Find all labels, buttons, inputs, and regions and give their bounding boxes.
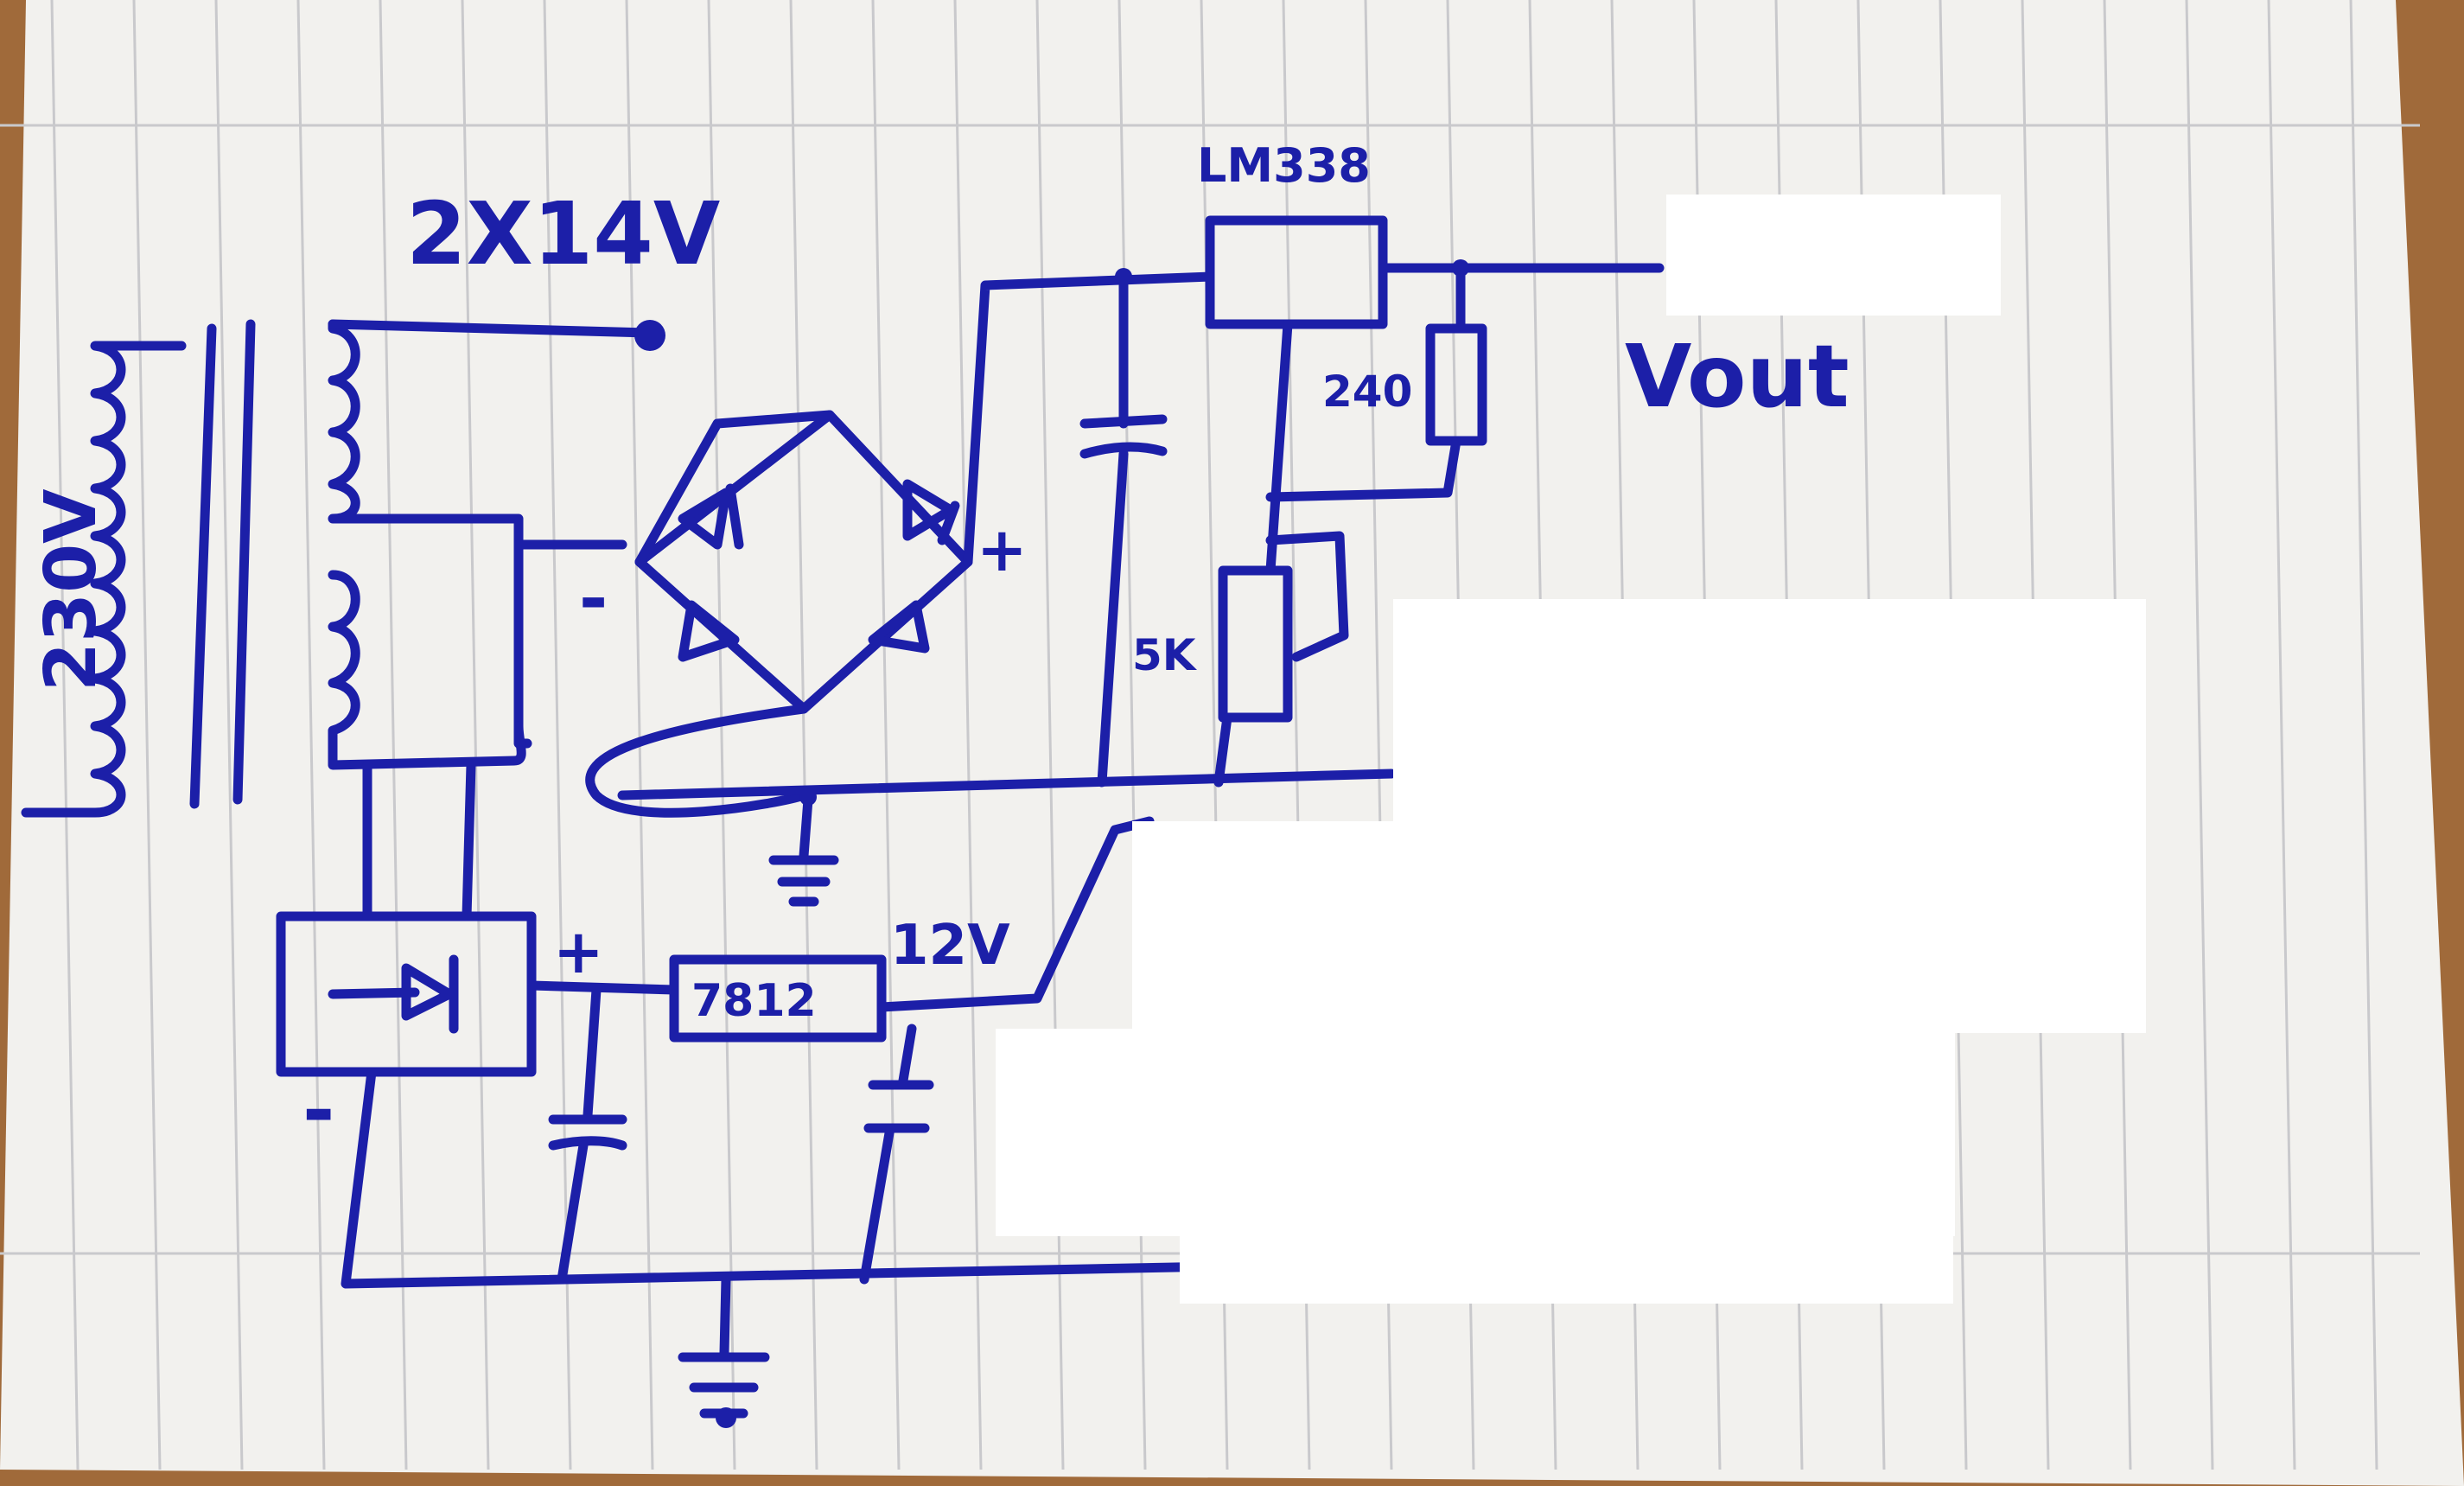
resistor-240-label: 240 xyxy=(1322,367,1412,417)
aux-bridge-plus-label: + xyxy=(553,916,604,987)
aux-output-voltage-label: 12V xyxy=(890,914,1010,978)
ground-dot xyxy=(716,1407,736,1428)
grid-line-vertical xyxy=(2349,0,2378,1470)
cap-bottom-wire xyxy=(1097,449,1129,788)
grid-line-vertical xyxy=(707,0,736,1470)
junction-2 xyxy=(1452,259,1469,277)
grid-line-vertical xyxy=(789,0,818,1470)
aux-positive-wire xyxy=(526,980,679,995)
ground-2-stem xyxy=(719,1274,731,1358)
aux-regulator-box xyxy=(669,954,887,1043)
aux-bridge-symbol-diode xyxy=(401,954,459,1034)
grid-line-vertical xyxy=(461,0,490,1470)
aux-cap-1-top xyxy=(583,985,602,1120)
redaction-right-large xyxy=(1393,599,2146,1033)
pot-wiper xyxy=(1265,531,1349,662)
bridge-minus-label: - xyxy=(579,558,608,639)
secondary-coil-1 xyxy=(328,319,532,749)
aux-ground-bus xyxy=(341,1067,1224,1289)
aux-bridge-minus-label: - xyxy=(302,1065,334,1156)
ground-1-stem xyxy=(799,794,813,861)
aux-regulator-label: 7812 xyxy=(691,975,817,1027)
aux-cap-1-bottom xyxy=(557,1140,589,1285)
junction-1 xyxy=(1115,268,1132,285)
bridge-diode-3 xyxy=(678,600,740,662)
junction-3 xyxy=(799,788,817,806)
adj-wire xyxy=(1265,319,1293,576)
secondary-voltage-label: 2X14V xyxy=(406,183,720,284)
aux-bridge-symbol-line xyxy=(328,987,420,999)
junction-dots xyxy=(634,259,1469,1428)
grid-line-vertical xyxy=(132,0,162,1470)
secondary-1-top-wire xyxy=(328,319,653,338)
pot-body xyxy=(1218,565,1293,723)
redaction-middle xyxy=(1132,821,1443,1029)
primary-voltage-label: 230V xyxy=(30,488,112,692)
grid-line-vertical xyxy=(2185,0,2214,1470)
core-line-1 xyxy=(189,323,217,809)
pot-5k-label: 5K xyxy=(1132,630,1198,680)
bridge-plus-label: + xyxy=(977,514,1028,585)
cap-plate-2 xyxy=(1079,442,1168,459)
bridge-diode-2 xyxy=(902,479,960,545)
redaction-bottom xyxy=(996,1029,1955,1236)
grid-line-vertical xyxy=(50,0,80,1470)
secondary-terminal-dot xyxy=(634,320,665,351)
secondary-coil-2 xyxy=(328,570,526,770)
primary-coil xyxy=(21,341,187,818)
aux-cap-1-plate-b xyxy=(548,1136,627,1151)
output-voltage-label: Vout xyxy=(1625,326,1850,427)
grid-line-vertical xyxy=(953,0,983,1470)
core-line-2 xyxy=(232,319,256,805)
regulator-label: LM338 xyxy=(1197,138,1371,193)
redaction-bottom-strip xyxy=(1180,1210,1953,1304)
ground-bus xyxy=(617,769,1397,800)
aux-cap-2-bottom xyxy=(859,1123,895,1285)
grid-line-vertical xyxy=(379,0,408,1470)
grid-line-vertical xyxy=(2267,0,2296,1470)
bridge-ground-loop xyxy=(585,704,809,818)
aux-in-2 xyxy=(462,760,476,922)
grid-line-vertical xyxy=(214,0,244,1470)
positive-rail xyxy=(963,271,1215,567)
grid-line-vertical xyxy=(625,0,654,1470)
r1-bottom-wire xyxy=(1265,436,1461,502)
circuit-ink xyxy=(21,215,1665,1419)
redactions xyxy=(996,195,2146,1304)
grid-line-vertical xyxy=(296,0,326,1470)
pot-bottom-wire xyxy=(1213,712,1232,788)
aux-cap-2-top xyxy=(898,1024,917,1086)
aux-bridge-box xyxy=(276,911,537,1077)
bridge-top-loop xyxy=(634,410,835,567)
bridge-diode-4 xyxy=(868,600,930,654)
redaction-top xyxy=(1666,195,2001,316)
cap-plate-1 xyxy=(1079,414,1168,429)
bridge-diode-1 xyxy=(678,483,744,550)
grid-line-vertical xyxy=(871,0,901,1470)
